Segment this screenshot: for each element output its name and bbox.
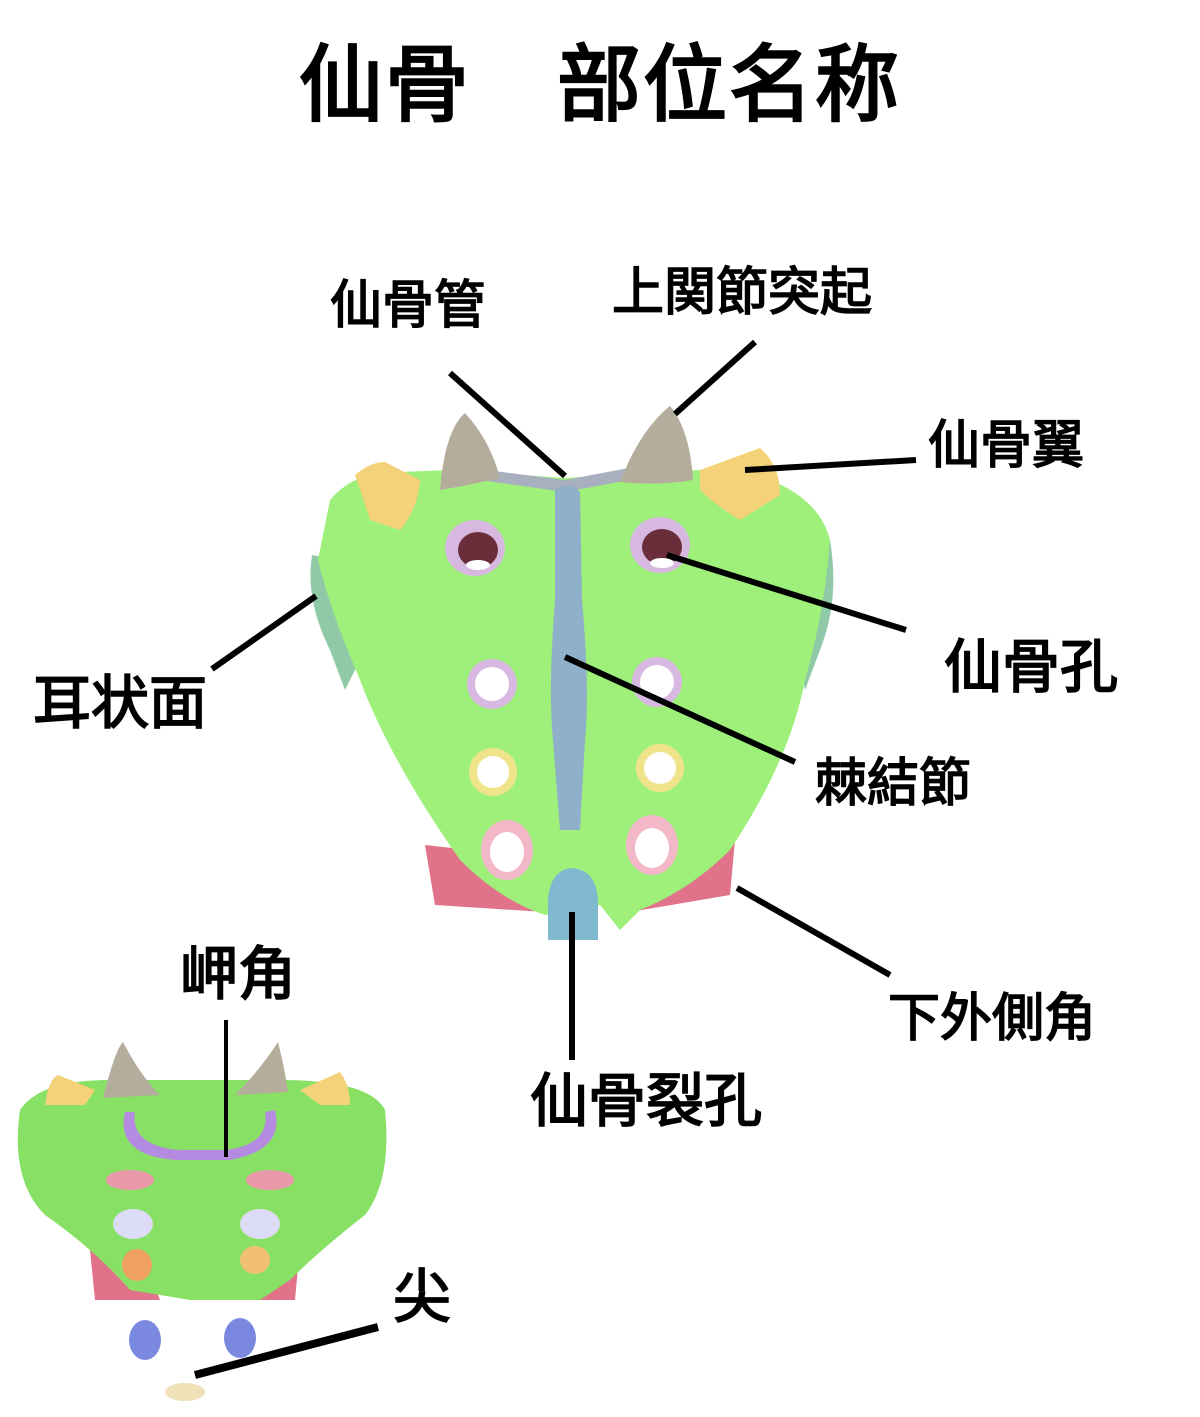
page-title: 仙骨 部位名称 [298, 36, 901, 134]
label-apex: 尖 [393, 1263, 452, 1331]
apex [165, 1383, 205, 1401]
promontory [123, 1110, 277, 1160]
leader-inferior-lateral [735, 885, 892, 978]
foramen-small [129, 1320, 161, 1360]
leader-sacral-ala [744, 457, 917, 473]
label-sacral-hiatus: 仙骨裂孔 [530, 1067, 763, 1135]
label-sacral-foramina: 仙骨孔 [944, 633, 1119, 701]
label-sacral-ala: 仙骨翼 [928, 416, 1085, 476]
label-inferior-lateral-angle: 下外側角 [888, 989, 1097, 1049]
sacral-ala-left [355, 462, 420, 530]
sacrum-body-small [17, 1080, 387, 1300]
foramen-small [240, 1246, 270, 1274]
leader-auricular [210, 593, 318, 672]
foramen-small [240, 1209, 280, 1239]
leader-apex [193, 1323, 380, 1379]
leader-sacral-foramina [666, 552, 907, 633]
leader-spinous-tubercle [563, 654, 797, 765]
label-promontory: 岬角 [180, 940, 297, 1008]
sacral-foramina [445, 517, 690, 880]
label-sacral-canal: 仙骨管 [330, 276, 487, 336]
foramen-small [224, 1318, 256, 1358]
label-spinous-tubercle: 棘結節 [815, 754, 972, 814]
leader-lines [193, 339, 917, 1379]
foramen-small [106, 1170, 154, 1190]
foramen-small [246, 1170, 294, 1190]
sacrum-anterior-view [17, 1042, 387, 1401]
ala-small-right [300, 1072, 350, 1105]
label-auricular-surface: 耳状面 [33, 669, 208, 737]
sacrum-posterior-view [310, 406, 834, 940]
leader-sacral-canal [447, 370, 568, 479]
label-superior-articular-process: 上関節突起 [612, 263, 873, 323]
superior-articular-process-left [440, 413, 500, 490]
sacral-hiatus [548, 868, 598, 940]
articular-process-small-left [103, 1042, 160, 1098]
superior-articular-process-right [620, 406, 693, 484]
foramen-small [122, 1249, 152, 1281]
sacral-ala-right [700, 448, 780, 520]
ala-small-left [45, 1075, 95, 1105]
foramen-small [113, 1209, 153, 1239]
sacral-canal [470, 464, 650, 492]
leader-superior-articular [672, 339, 758, 417]
articular-process-small-right [235, 1042, 288, 1095]
auricular-surface-left [310, 555, 360, 690]
